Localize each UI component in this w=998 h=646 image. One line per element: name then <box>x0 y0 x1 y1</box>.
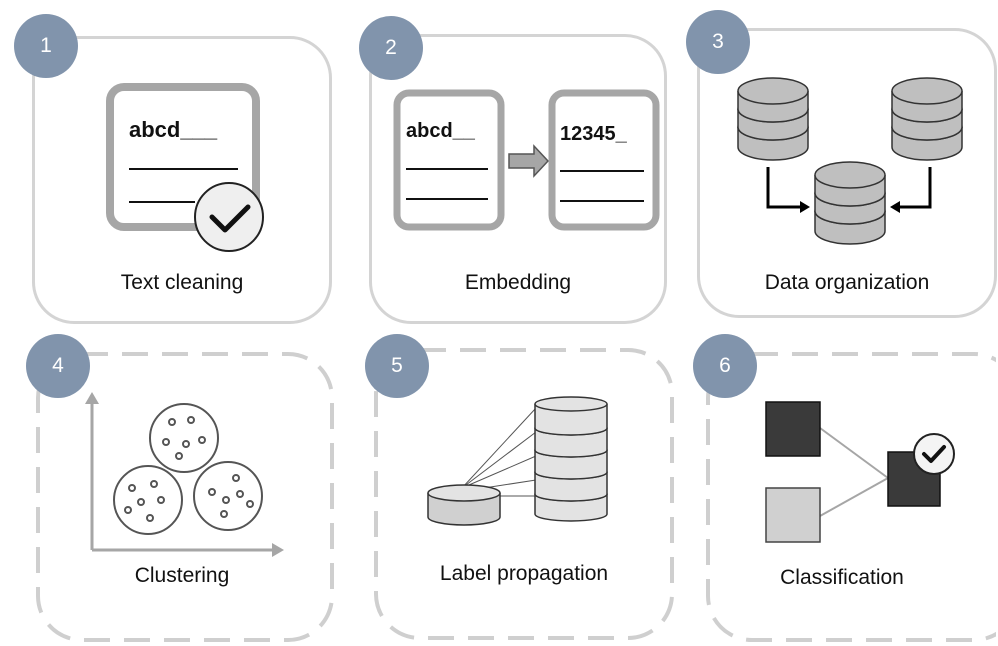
label-propagation-illustration <box>374 348 674 640</box>
step-number-badge: 2 <box>359 16 423 80</box>
step-label: Classification <box>780 566 904 589</box>
arrow-right-icon <box>508 144 550 178</box>
step-label: Text cleaning <box>120 271 244 294</box>
checkmark-glyph <box>209 204 251 233</box>
classification-illustration <box>706 352 996 642</box>
step-card-label-propagation: Label propagation <box>374 348 674 640</box>
cluster-circle <box>193 461 263 531</box>
arrow-head-icon <box>800 201 810 213</box>
connector-line <box>819 427 889 479</box>
dark-square-node <box>765 401 821 457</box>
database-icon <box>891 77 963 161</box>
embedding-illustration: abcd__ 12345_ <box>393 89 660 231</box>
dashed-border <box>374 348 674 640</box>
database-icon <box>534 396 608 522</box>
step-label: Data organization <box>764 271 930 294</box>
checkmark-glyph <box>922 445 946 463</box>
step-card-clustering: Clustering <box>36 352 334 642</box>
step-number-badge: 5 <box>365 334 429 398</box>
arrow-up-icon <box>85 392 99 404</box>
dashed-border <box>36 352 334 642</box>
checkmark-icon <box>194 182 264 252</box>
step-label: Embedding <box>464 271 572 294</box>
document-icon <box>548 89 660 231</box>
text-cleaning-illustration: abcd___ <box>106 83 264 252</box>
step-card-text-cleaning: abcd___ Text cleaning <box>32 36 332 324</box>
document-text: 12345_ <box>560 123 628 145</box>
arrow-connector <box>898 167 932 209</box>
arrow-head-icon <box>890 201 900 213</box>
database-icon <box>427 484 501 526</box>
cluster-circle <box>149 403 219 473</box>
step-number-badge: 6 <box>693 334 757 398</box>
document-text: abcd___ <box>129 117 218 142</box>
step-card-embedding: abcd__ 12345_ Embedding <box>369 34 667 324</box>
connector-line <box>819 477 889 517</box>
clustering-illustration <box>36 352 334 642</box>
step-card-classification: Classification <box>706 352 996 642</box>
database-icon <box>814 161 886 245</box>
step-card-data-organization: Data organization <box>697 28 997 318</box>
cluster-circle <box>113 465 183 535</box>
propagation-lines <box>461 407 537 497</box>
arrow-right-icon <box>272 543 284 557</box>
checkmark-icon <box>913 433 955 475</box>
step-label: Label propagation <box>439 562 609 585</box>
step-number-badge: 4 <box>26 334 90 398</box>
step-number-badge: 1 <box>14 14 78 78</box>
data-organization-illustration <box>737 77 963 245</box>
step-label: Clustering <box>134 564 230 587</box>
light-square-node <box>765 487 821 543</box>
step-number-badge: 3 <box>686 10 750 74</box>
document-icon <box>393 89 505 231</box>
arrow-connector <box>766 167 802 209</box>
document-text: abcd__ <box>406 120 476 142</box>
database-icon <box>737 77 809 161</box>
